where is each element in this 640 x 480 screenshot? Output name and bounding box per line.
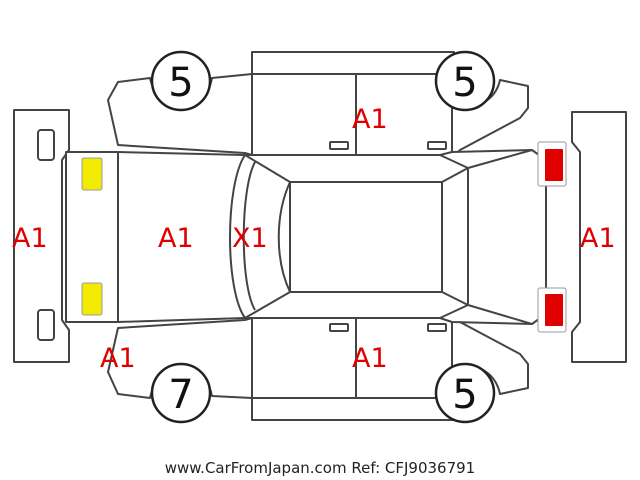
top-view-body (65, 149, 547, 325)
code-rear-bumper: A1 (12, 223, 48, 254)
code-rear-quarter-bottom: A1 (100, 343, 136, 374)
code-doors-top: A1 (352, 104, 388, 135)
tyre-front-right: 5 (434, 50, 496, 112)
front-bumper (571, 111, 627, 363)
tyre-rear-left: 7 (150, 362, 212, 424)
code-front-bumper: A1 (580, 223, 616, 254)
footer-credit: www.CarFromJapan.com Ref: CFJ9036791 (164, 459, 476, 477)
code-doors-bottom: A1 (352, 343, 388, 374)
light-front-right (537, 287, 567, 333)
light-front-left (537, 141, 567, 187)
tyre-rear-right: 5 (434, 362, 496, 424)
code-roof-rear-pillar: X1 (232, 223, 268, 254)
light-rear-left (81, 157, 103, 191)
tyre-rear-left-value: 7 (168, 372, 193, 418)
code-tailgate: A1 (158, 223, 194, 254)
tyre-front-right-value: 5 (452, 60, 477, 106)
rear-bumper (13, 109, 70, 363)
light-rear-right (81, 282, 103, 316)
tyre-front-left-value: 5 (168, 60, 193, 106)
tyre-rear-right-value: 5 (452, 372, 477, 418)
tyre-front-left: 5 (150, 50, 212, 112)
